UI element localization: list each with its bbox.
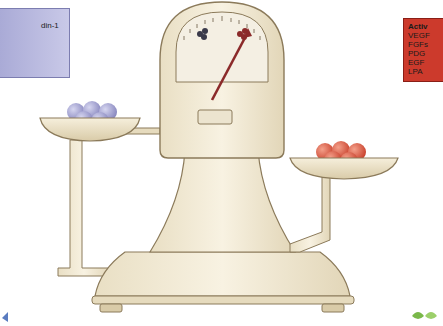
box-heading: Activ (408, 22, 442, 31)
activator-box: ActivVEGF FGFs PDG EGF LPA (403, 18, 443, 82)
inhibitor-box: din-1 (0, 8, 70, 78)
box-list: VEGF FGFs PDG EGF LPA (408, 31, 430, 76)
box-heading: din-1 (41, 21, 65, 30)
